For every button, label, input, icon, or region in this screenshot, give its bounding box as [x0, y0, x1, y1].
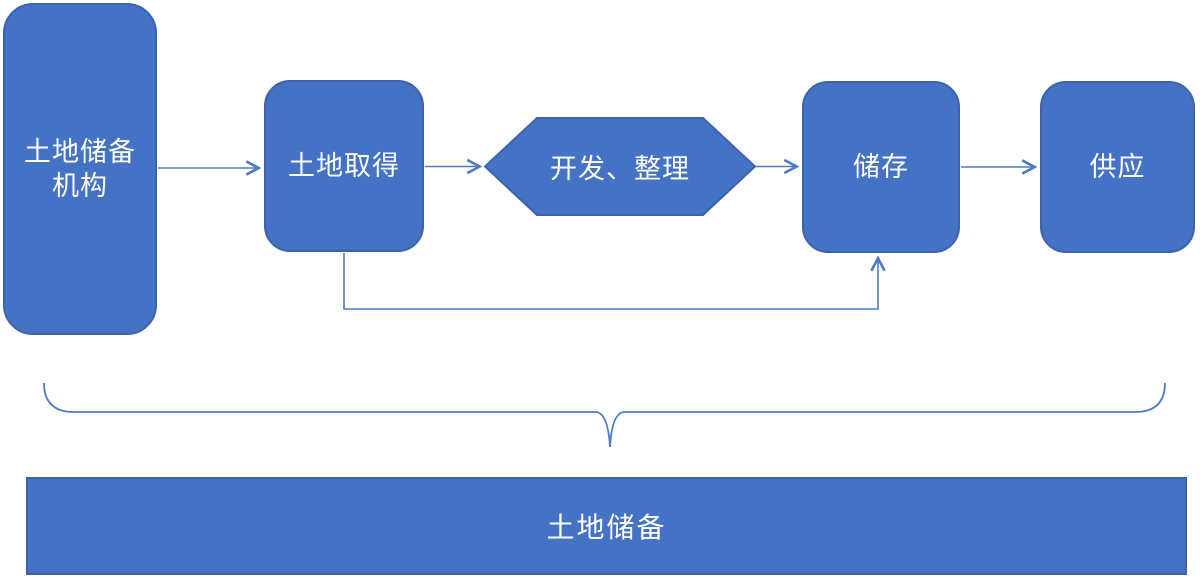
arrow-acquisition-to-storage-feedback [343, 253, 878, 310]
agency-label-line2: 机构 [52, 171, 108, 201]
storage-label: 储存 [853, 152, 909, 182]
node-development-consolidation-label: 开发、整理 [485, 118, 755, 215]
node-supply: 供应 [1040, 81, 1195, 253]
node-storage: 储存 [802, 81, 960, 253]
development-label: 开发、整理 [550, 154, 690, 184]
supply-label: 供应 [1089, 152, 1146, 182]
bar-land-reserve: 土地储备 [26, 477, 1187, 575]
agency-label-line1: 土地储备 [24, 137, 136, 167]
acquisition-label: 土地取得 [288, 151, 400, 181]
reserve-label: 土地储备 [546, 512, 667, 543]
node-land-reserve-agency: 土地储备 机构 [3, 3, 157, 335]
curly-brace [43, 382, 1166, 448]
node-land-acquisition: 土地取得 [264, 80, 424, 252]
